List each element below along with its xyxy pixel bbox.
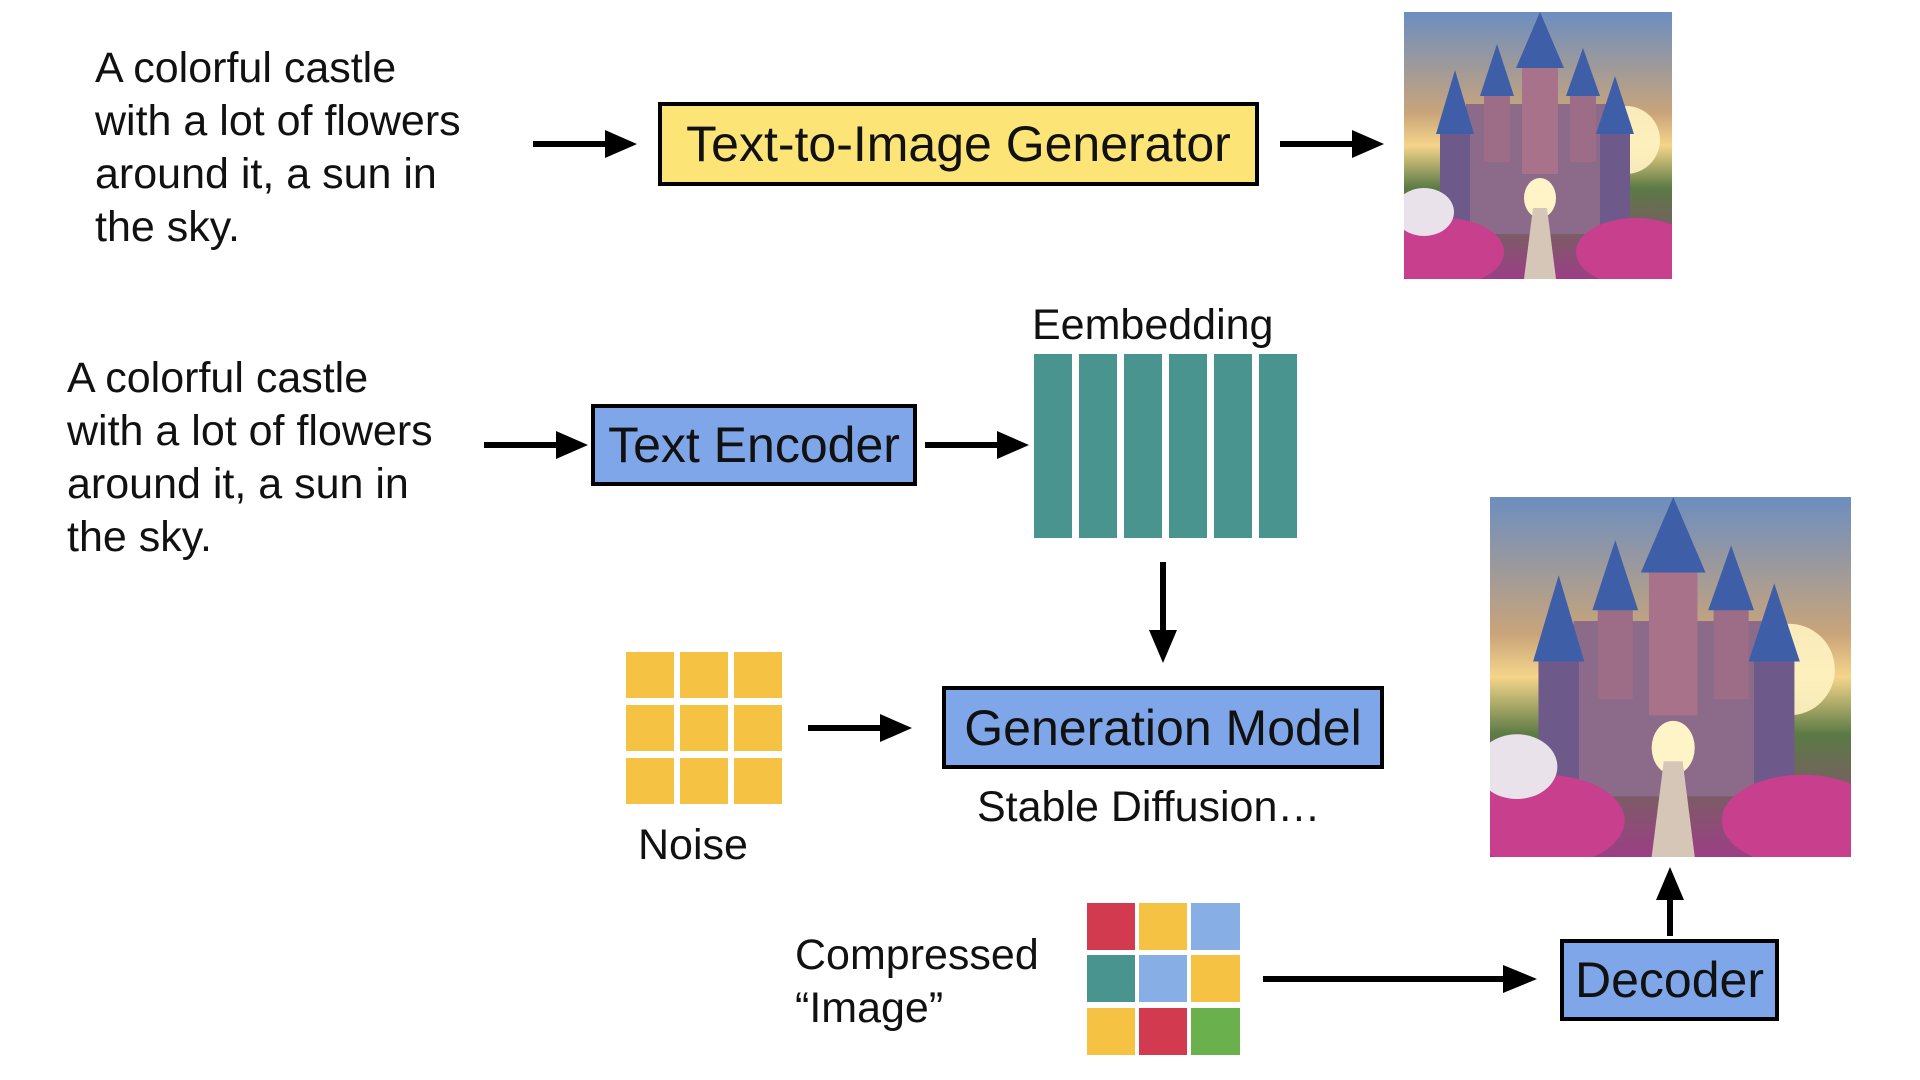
- prompt-text-middle: A colorful castle with a lot of flowers …: [67, 354, 433, 561]
- embedding-vector: [1034, 354, 1297, 538]
- embedding-column: [1079, 354, 1117, 538]
- noise-cell: [680, 758, 728, 804]
- noise-cell: [680, 652, 728, 698]
- compressed-cell: [1087, 903, 1135, 950]
- noise-cell: [626, 705, 674, 751]
- noise-cell: [626, 652, 674, 698]
- arrow-icon: [1149, 562, 1177, 663]
- embedding-column: [1214, 354, 1252, 538]
- arrow-icon: [484, 431, 588, 459]
- compressed-image-label: Compressed “Image”: [795, 931, 1039, 1032]
- embedding-label: Eembedding: [1032, 301, 1274, 349]
- noise-cell: [734, 652, 782, 698]
- stable-diffusion-label: Stable Diffusion…: [977, 783, 1321, 831]
- castle-image-icon: [1490, 497, 1851, 857]
- embedding-column: [1259, 354, 1297, 538]
- arrow-icon: [1280, 130, 1384, 158]
- text-to-image-generator-box: Text-to-Image Generator: [658, 102, 1259, 186]
- compressed-cell: [1191, 1008, 1240, 1055]
- compressed-cell: [1191, 955, 1240, 1002]
- compressed-cell: [1191, 903, 1240, 950]
- arrow-icon: [925, 431, 1029, 459]
- noise-grid: [626, 652, 782, 804]
- embedding-column: [1124, 354, 1162, 538]
- embedding-column: [1169, 354, 1207, 538]
- noise-cell: [680, 705, 728, 751]
- arrow-icon: [808, 714, 912, 742]
- compressed-cell: [1087, 1008, 1135, 1055]
- prompt-text-top: A colorful castle with a lot of flowers …: [95, 44, 461, 251]
- compressed-image-grid: [1087, 903, 1240, 1055]
- compressed-cell: [1139, 1008, 1187, 1055]
- compressed-cell: [1087, 955, 1135, 1002]
- castle-image-icon: [1404, 12, 1672, 279]
- decoder-box: Decoder: [1560, 939, 1779, 1021]
- arrow-icon: [1263, 965, 1537, 993]
- compressed-cell: [1139, 955, 1187, 1002]
- embedding-column: [1034, 354, 1072, 538]
- noise-cell: [734, 758, 782, 804]
- compressed-cell: [1139, 903, 1187, 950]
- arrow-icon: [533, 130, 637, 158]
- generation-model-box: Generation Model: [942, 686, 1384, 769]
- noise-cell: [626, 758, 674, 804]
- noise-label: Noise: [638, 821, 748, 869]
- arrow-icon: [1656, 867, 1684, 936]
- noise-cell: [734, 705, 782, 751]
- text-encoder-box: Text Encoder: [591, 404, 917, 486]
